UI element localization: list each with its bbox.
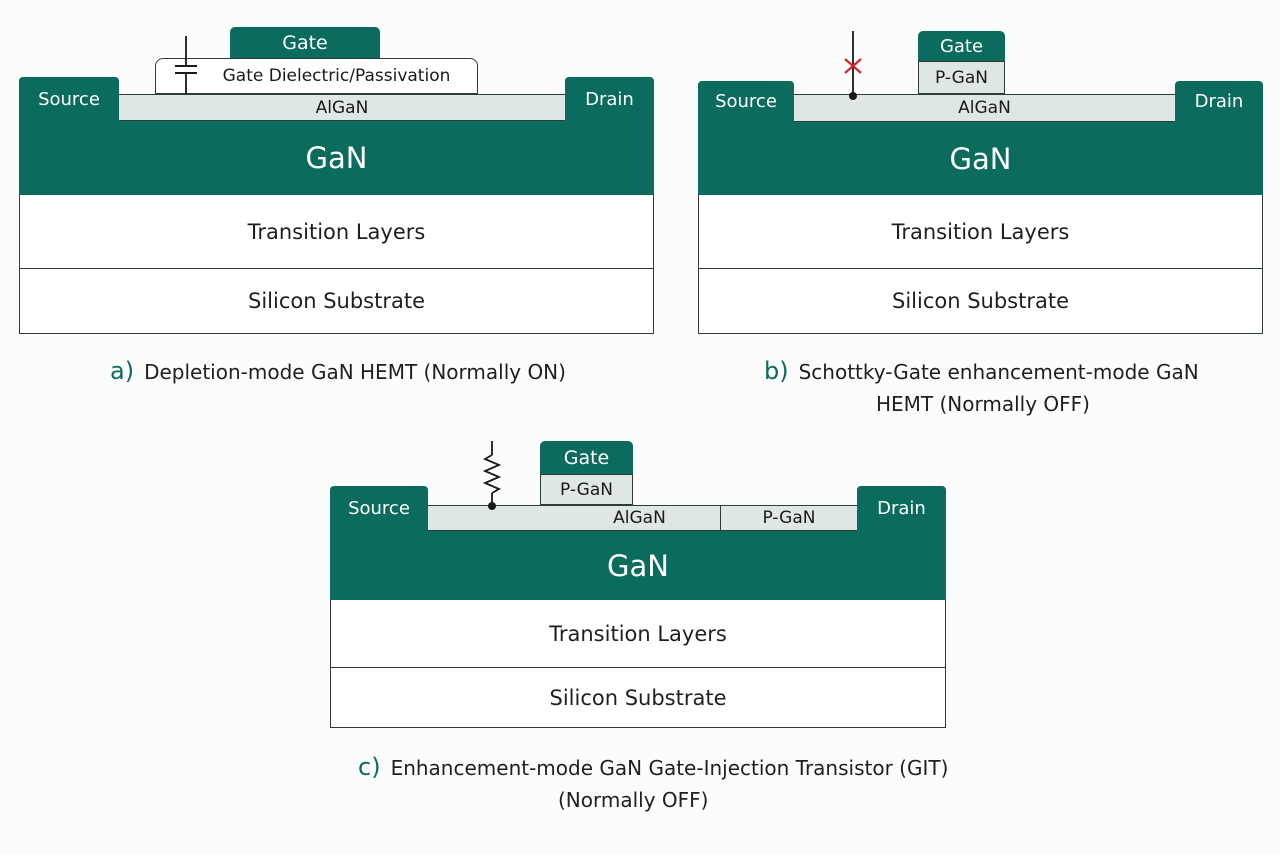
transition-layers: Transition Layers [19, 195, 654, 269]
source-contact: Source [330, 486, 428, 531]
caption-letter: c) [358, 753, 381, 781]
algan-label: AlGaN [958, 98, 1011, 118]
transition-layers: Transition Layers [330, 600, 946, 668]
silicon-substrate: Silicon Substrate [698, 269, 1263, 334]
pgan-label: P-GaN [935, 67, 988, 88]
pgan-gate-layer: P-GaN [540, 474, 633, 505]
caption-text-2: HEMT (Normally OFF) [876, 392, 1090, 416]
caption-line-1: b) Schottky-Gate enhancement-mode GaN [764, 355, 1224, 388]
gate-label: Gate [282, 31, 328, 54]
gate-electrode: Gate [540, 441, 633, 474]
substrate-label: Silicon Substrate [549, 685, 727, 710]
gan-label: GaN [607, 548, 669, 583]
pgan-gate-layer: P-GaN [918, 61, 1005, 94]
pgan-drain-label: P-GaN [762, 508, 816, 528]
caption-text-1: Enhancement-mode GaN Gate-Injection Tran… [390, 756, 949, 780]
algan-label: AlGaN [613, 508, 666, 528]
transition-layers: Transition Layers [698, 195, 1263, 269]
source-contact: Source [698, 81, 794, 122]
cross-mark-icon [844, 31, 862, 100]
drain-contact: Drain [1175, 81, 1263, 122]
substrate-label: Silicon Substrate [247, 289, 425, 313]
gate-label: Gate [563, 446, 610, 469]
gan-label: GaN [949, 141, 1012, 176]
caption-line-1: c) Enhancement-mode GaN Gate-Injection Tr… [358, 751, 978, 784]
drain-contact: Drain [565, 77, 654, 121]
silicon-substrate: Silicon Substrate [330, 668, 946, 728]
gate-electrode: Gate [918, 31, 1005, 61]
substrate-label: Silicon Substrate [891, 289, 1069, 313]
drain-label: Drain [1194, 91, 1244, 112]
algan-layer: AlGaN [793, 94, 1176, 122]
algan-layer: AlGaN [118, 94, 566, 121]
gan-layer: GaN [698, 122, 1263, 195]
drain-contact: Drain [857, 486, 946, 531]
transition-label: Transition Layers [247, 219, 426, 244]
algan-layer: AlGaN [427, 505, 722, 531]
pgan-gate-label: P-GaN [560, 479, 613, 500]
caption-a: a) Depletion-mode GaN HEMT (Normally ON) [110, 355, 630, 388]
pgan-drain-layer: P-GaN [720, 505, 858, 531]
gan-label: GaN [305, 141, 368, 175]
caption-line-2: (Normally OFF) [358, 784, 978, 816]
gate-dielectric-layer: Gate Dielectric/Passivation [155, 58, 478, 94]
transition-label: Transition Layers [891, 219, 1070, 244]
drain-label: Drain [877, 498, 926, 519]
drain-label: Drain [585, 88, 634, 110]
caption-text-1: Schottky-Gate enhancement-mode GaN [798, 360, 1199, 384]
resistor-icon [482, 441, 502, 510]
gate-label: Gate [939, 35, 984, 57]
source-contact: Source [19, 77, 119, 121]
algan-label: AlGaN [315, 97, 369, 118]
gate-dielectric-label: Gate Dielectric/Passivation [222, 66, 451, 86]
transition-label: Transition Layers [549, 621, 727, 646]
silicon-substrate: Silicon Substrate [19, 269, 654, 334]
caption-letter: a) [110, 357, 135, 385]
caption-line-2: HEMT (Normally OFF) [764, 388, 1224, 420]
caption-c: c) Enhancement-mode GaN Gate-Injection Tr… [358, 751, 978, 816]
gan-layer: GaN [19, 121, 654, 195]
capacitor-icon [175, 36, 197, 94]
source-label: Source [715, 91, 777, 112]
gan-layer: GaN [330, 531, 946, 600]
gate-electrode: Gate [230, 27, 380, 58]
caption-text-2: (Normally OFF) [558, 788, 709, 812]
caption-b: b) Schottky-Gate enhancement-mode GaN HEM… [764, 355, 1224, 420]
caption-text: Depletion-mode GaN HEMT (Normally ON) [144, 360, 566, 384]
source-label: Source [38, 88, 100, 110]
caption-letter: b) [764, 357, 789, 385]
source-label: Source [348, 498, 410, 519]
